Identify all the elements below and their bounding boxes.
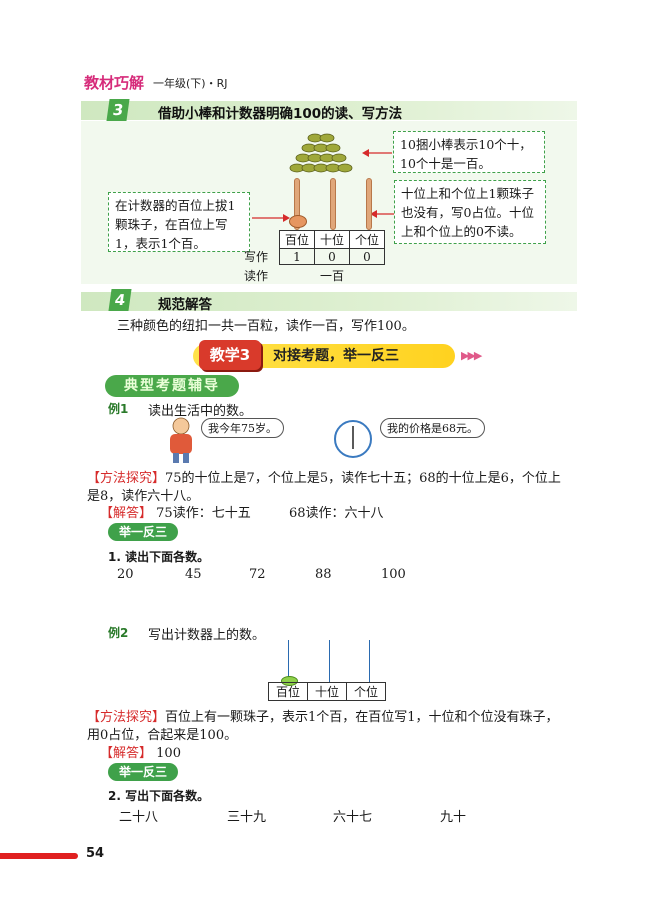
write-tens: 0	[314, 248, 350, 265]
clock-icon	[334, 420, 372, 458]
example-1-label: 例1	[108, 402, 129, 416]
place-value-table: 百位 十位 个位 1 0 0	[279, 230, 385, 265]
header-ones: 个位	[346, 682, 386, 701]
answer-2-line: 【解答】 100	[100, 742, 181, 761]
practice-1-num: 72	[249, 567, 266, 582]
place-value-table-2: 百位 十位 个位	[268, 682, 386, 701]
banner-text: 对接考题，举一反三	[273, 348, 399, 364]
grandpa-icon	[170, 417, 192, 463]
write-ones: 0	[349, 248, 385, 265]
answer-1: 75读作：七十五	[156, 506, 251, 521]
practice-2-word: 二十八	[119, 810, 159, 825]
practice-2-question: 2. 写出下面各数。	[108, 789, 210, 803]
method-2-line-2: 用0占位，合起来是100。	[87, 728, 238, 743]
hundreds-rod	[288, 640, 289, 682]
example-2-label: 例2	[108, 626, 129, 640]
read-label: 读作	[244, 269, 269, 283]
section-4-bar	[81, 292, 577, 311]
method-label: 【方法探究】	[87, 710, 166, 725]
practice-2-pill: 举一反三	[108, 763, 178, 781]
answer-label: 【解答】	[100, 746, 153, 761]
footer-bar	[0, 853, 78, 859]
read-value: 一百	[320, 269, 345, 283]
section-3-title: 借助小棒和计数器明确100的读、写方法	[158, 106, 403, 122]
teaching-banner: 教学3 对接考题，举一反三 ▶▶▶	[193, 340, 482, 370]
example-1-prompt: 读出生活中的数。	[148, 404, 253, 419]
answer-line: 【解答】 75读作：七十五	[100, 502, 251, 521]
section-4-number: 4	[108, 289, 132, 311]
banner-tag: 教学3	[199, 340, 261, 370]
section-4-answer: 三种颜色的纽扣一共一百粒，读作一百，写作100。	[117, 319, 415, 334]
hundreds-rod	[294, 178, 300, 230]
practice-1-pill: 举一反三	[108, 523, 178, 541]
header-hundreds: 百位	[268, 682, 308, 701]
method-text: 百位上有一颗珠子，表示1个百，在百位写1，十位和个位没有珠子，	[165, 710, 559, 725]
method-line-2: 是8，读作六十八。	[87, 489, 200, 504]
stick-bundles-icon	[289, 133, 353, 173]
answer-value: 100	[156, 746, 181, 761]
method-line-1: 【方法探究】75的十位上是7，个位上是5，读作七十五；68的十位上是6，个位上	[87, 467, 561, 486]
practice-1-question: 1. 读出下面各数。	[108, 550, 210, 564]
answer-label: 【解答】	[100, 506, 153, 521]
book-title: 教材巧解	[84, 74, 145, 92]
tens-rod	[330, 178, 336, 230]
grade-label: 一年级(下)・RJ	[153, 77, 228, 90]
practice-2-word: 三十九	[227, 810, 267, 825]
ones-rod	[369, 640, 370, 682]
header-hundreds: 百位	[279, 230, 315, 249]
practice-1-num: 88	[315, 567, 332, 582]
arrow-icon	[252, 214, 290, 222]
example-2-prompt: 写出计数器上的数。	[148, 628, 266, 643]
section-3-number: 3	[106, 99, 130, 121]
callout-zero-placeholder: 十位上和个位上1颗珠子也没有，写0占位。十位上和个位上的0不读。	[394, 180, 546, 244]
header-tens: 十位	[314, 230, 350, 249]
triple-arrow-icon: ▶▶▶	[461, 349, 482, 362]
ones-rod	[366, 178, 372, 230]
typical-exam-label: 典型考题辅导	[105, 375, 239, 397]
callout-hundreds-place: 在计数器的百位上拔1颗珠子，在百位上写1，表示1个百。	[108, 192, 250, 252]
method-label: 【方法探究】	[87, 471, 166, 486]
practice-1-num: 100	[381, 567, 406, 582]
section-3-bar	[81, 101, 577, 120]
practice-2-word: 六十七	[333, 810, 373, 825]
arrow-icon	[362, 149, 392, 157]
method-text: 75的十位上是7，个位上是5，读作七十五；68的十位上是6，个位上	[165, 471, 561, 486]
bead	[289, 215, 307, 228]
section-4-title: 规范解答	[158, 297, 212, 313]
answer-2: 68读作：六十八	[289, 506, 384, 521]
write-hundreds: 1	[279, 248, 315, 265]
price-bubble: 我的价格是68元。	[380, 418, 485, 438]
practice-1-num: 20	[117, 567, 134, 582]
callout-sticks: 10捆小棒表示10个十，10个十是一百。	[393, 131, 545, 173]
tens-rod	[329, 640, 330, 682]
age-bubble: 我今年75岁。	[201, 418, 284, 438]
method-2-line-1: 【方法探究】百位上有一颗珠子，表示1个百，在百位写1，十位和个位没有珠子，	[87, 706, 559, 725]
header-ones: 个位	[349, 230, 385, 249]
practice-1-num: 45	[185, 567, 202, 582]
page-number: 54	[86, 846, 105, 861]
header-tens: 十位	[307, 682, 347, 701]
write-label: 写作	[244, 250, 269, 264]
arrow-icon	[370, 210, 394, 218]
practice-2-word: 九十	[440, 810, 467, 825]
